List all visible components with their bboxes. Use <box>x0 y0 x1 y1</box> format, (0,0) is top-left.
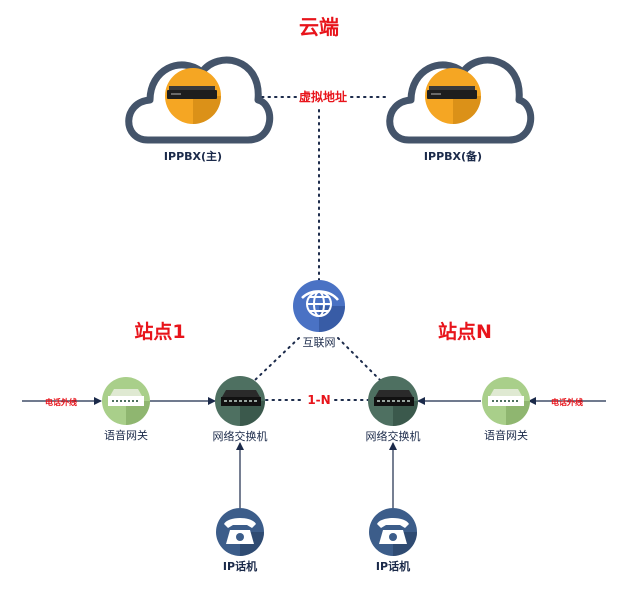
telephone-icon <box>224 518 256 544</box>
globe-icon <box>301 290 339 317</box>
cloud-left <box>125 56 274 144</box>
switch-right <box>368 376 418 426</box>
network-switch-icon <box>221 390 261 406</box>
gateway-box-icon <box>108 389 144 406</box>
gateway-box-icon <box>488 389 524 406</box>
switch-left-label: 网络交换机 <box>213 429 268 443</box>
internet-switch-right-link <box>337 337 381 381</box>
switch-right-label: 网络交换机 <box>366 429 421 443</box>
internet-node <box>293 280 345 332</box>
switch-left <box>215 376 265 426</box>
phone-right-label: IP话机 <box>376 559 410 573</box>
server-box-icon <box>167 86 217 99</box>
link-label: 1-N <box>307 393 330 407</box>
phone-left-label: IP话机 <box>223 559 257 573</box>
siteN-label: 站点N <box>438 320 492 343</box>
phone-left <box>216 508 264 556</box>
internet-switch-left-link <box>254 337 300 381</box>
cloud-right-label: IPPBX(备) <box>424 149 482 163</box>
dotted-links <box>254 96 386 401</box>
network-switch-icon <box>374 390 414 406</box>
site1-label: 站点1 <box>134 320 185 343</box>
cloud-right <box>386 56 535 144</box>
diagram-title: 云端 <box>299 15 339 39</box>
telephone-icon <box>377 518 409 544</box>
internet-label: 互联网 <box>303 336 336 349</box>
virtual-address-label: 虚拟地址 <box>299 89 347 104</box>
arrows <box>22 397 606 508</box>
server-box-icon <box>427 86 477 99</box>
gateway-left <box>102 377 150 425</box>
gateway-left-label: 语音网关 <box>104 428 148 442</box>
phone-right <box>369 508 417 556</box>
gateway-right <box>482 377 530 425</box>
gateway-right-label: 语音网关 <box>484 428 528 442</box>
pstn-right-label: 电话外线 <box>551 397 583 407</box>
pstn-left-label: 电话外线 <box>45 397 77 407</box>
cloud-left-label: IPPBX(主) <box>164 149 222 163</box>
